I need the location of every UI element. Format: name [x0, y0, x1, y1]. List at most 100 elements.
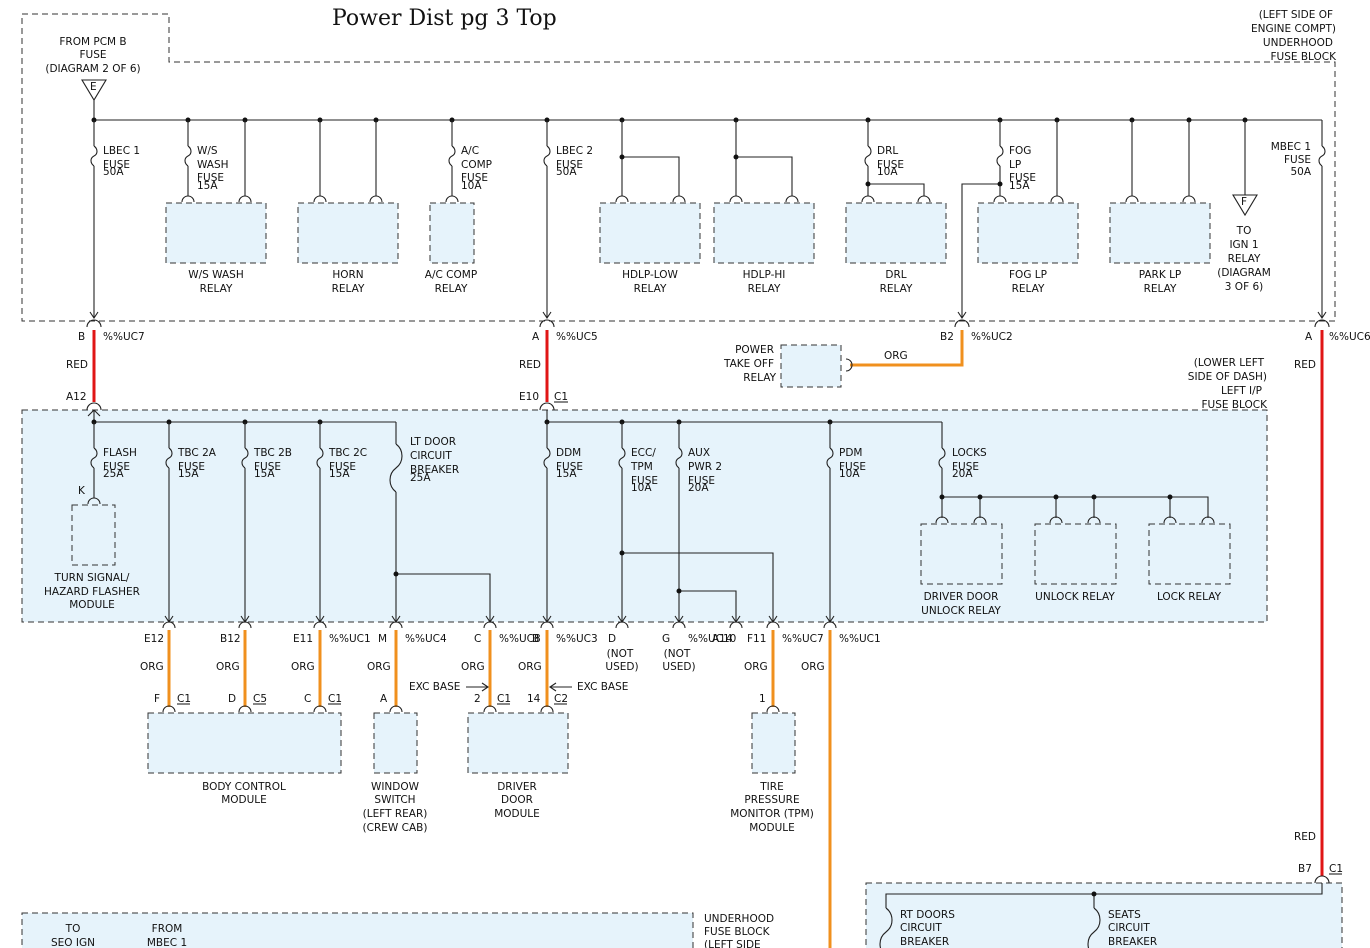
circuit-label: %%UC2	[971, 331, 1013, 343]
svg-text:10A: 10A	[631, 482, 652, 494]
fuse-symbol-icon	[241, 447, 249, 469]
arrow-left-icon	[549, 682, 572, 692]
svg-text:PRESSURE: PRESSURE	[744, 794, 799, 806]
svg-text:15A: 15A	[329, 468, 350, 480]
arrow-down-icon	[957, 311, 967, 319]
svg-text:(LEFT SIDE: (LEFT SIDE	[704, 939, 761, 948]
svg-text:TBC 2B: TBC 2B	[253, 447, 292, 459]
svg-text:UNDERHOOD: UNDERHOOD	[704, 913, 774, 925]
ip-fuse-block-fill	[22, 410, 1267, 622]
wire-color-label: RED	[1294, 831, 1316, 843]
svg-text:%%UC3: %%UC3	[556, 633, 598, 645]
mbec1-fuse: MBEC 1 FUSE 50A	[1271, 120, 1327, 319]
fuse-symbol-icon	[316, 447, 324, 469]
aux-pwr-2-fuse: AUX PWR 2 FUSE 20A	[674, 422, 741, 623]
ws-wash-fuse: W/S WASH FUSE 15A	[184, 120, 229, 196]
fuse-symbol-icon	[543, 145, 551, 167]
svg-text:EXC BASE: EXC BASE	[577, 681, 628, 693]
svg-text:SEATS: SEATS	[1108, 909, 1141, 921]
svg-text:F: F	[154, 693, 160, 705]
svg-text:FUSE: FUSE	[877, 159, 904, 171]
fuse-symbol-icon	[165, 447, 173, 469]
underhood-block-label: (LEFT SIDE OF ENGINE COMPT) UNDERHOOD FU…	[1251, 9, 1337, 63]
source-label-line: FUSE	[79, 49, 106, 61]
seats-circuit-breaker: SEATS CIRCUIT BREAKER	[1087, 907, 1157, 948]
svg-text:(CREW CAB): (CREW CAB)	[363, 822, 428, 834]
pin-label: B2	[940, 331, 954, 343]
svg-text:ORG: ORG	[801, 661, 825, 673]
pin-label: A12	[66, 391, 87, 403]
svg-text:%%UC8: %%UC8	[499, 633, 541, 645]
source-flag-triangle-icon	[81, 79, 107, 102]
svg-text:CIRCUIT: CIRCUIT	[1108, 922, 1150, 934]
svg-text:FUSE: FUSE	[103, 159, 130, 171]
ip-output-pins: E12 B12 E11 %%UC1 M %%UC4 C %%UC8 B %%UC…	[144, 633, 881, 645]
svg-text:SWITCH: SWITCH	[374, 794, 415, 806]
svg-text:FUSE BLOCK: FUSE BLOCK	[1201, 399, 1268, 411]
fuse-symbol-icon	[184, 145, 192, 167]
hdlp-hi-relay: HDLP-HI RELAY	[713, 202, 815, 295]
pin-label: A	[532, 331, 540, 343]
svg-text:FUSE: FUSE	[688, 475, 715, 487]
svg-text:ORG: ORG	[367, 661, 391, 673]
lt-door-circuit-breaker: LT DOOR CIRCUIT BREAKER 25A	[389, 422, 495, 623]
svg-text:MODULE: MODULE	[69, 599, 115, 611]
pin-label: A	[1305, 331, 1313, 343]
svg-text:FUSE: FUSE	[631, 475, 658, 487]
svg-text:(NOT: (NOT	[607, 648, 634, 660]
bottom-left-block-outline	[21, 912, 694, 948]
svg-text:SEO IGN: SEO IGN	[51, 937, 95, 948]
svg-text:LBEC 2: LBEC 2	[556, 145, 593, 157]
fuse-symbol-icon	[938, 447, 946, 469]
driver-door-module: 2 C1 14 C2 DRIVER DOOR MODULE	[467, 693, 569, 820]
arrow-right-icon	[466, 682, 489, 692]
fuse-symbol-icon	[448, 145, 456, 167]
svg-text:A/C: A/C	[461, 145, 479, 157]
svg-text:25A: 25A	[103, 468, 124, 480]
pin-label: K	[78, 485, 86, 497]
svg-text:15A: 15A	[254, 468, 275, 480]
svg-text:20A: 20A	[952, 468, 973, 480]
svg-text:(NOT: (NOT	[664, 648, 691, 660]
underhood-label-line: ENGINE COMPT)	[1251, 23, 1336, 35]
relay-terminals	[181, 195, 1196, 203]
svg-text:HDLP-LOW: HDLP-LOW	[622, 269, 678, 281]
breaker-symbol-icon	[389, 443, 403, 493]
wire-color-label: ORG	[884, 350, 908, 362]
svg-text:FUSE: FUSE	[197, 172, 224, 184]
svg-text:ORG: ORG	[744, 661, 768, 673]
source-flag-letter: E	[90, 81, 97, 93]
svg-text:C: C	[304, 693, 311, 705]
bottom-left-block-fill	[22, 913, 693, 948]
drl-relay: DRL RELAY	[845, 202, 947, 295]
svg-text:TBC 2A: TBC 2A	[177, 447, 217, 459]
svg-text:LOCKS: LOCKS	[952, 447, 987, 459]
svg-text:BREAKER: BREAKER	[900, 936, 949, 948]
park-lp-relay: PARK LP RELAY	[1109, 202, 1211, 295]
svg-text:%%UC7: %%UC7	[782, 633, 824, 645]
wire-color-label: RED	[519, 359, 541, 371]
svg-text:A: A	[380, 693, 388, 705]
svg-text:E11: E11	[293, 633, 313, 645]
svg-text:COMP: COMP	[461, 159, 492, 171]
svg-text:RELAY: RELAY	[1228, 253, 1261, 265]
svg-text:RELAY: RELAY	[1012, 283, 1045, 295]
pin-label: B7	[1298, 863, 1312, 875]
svg-text:10A: 10A	[461, 180, 482, 192]
svg-text:FUSE BLOCK: FUSE BLOCK	[704, 926, 771, 938]
svg-text:15A: 15A	[197, 180, 218, 192]
driver-door-unlock-relay: DRIVER DOOR UNLOCK RELAY	[920, 523, 1003, 617]
svg-text:DRL: DRL	[885, 269, 906, 281]
svg-text:2: 2	[474, 693, 481, 705]
circuit-label: %%UC5	[556, 331, 598, 343]
svg-text:LP: LP	[1009, 159, 1021, 171]
arrow-down-icon	[542, 311, 552, 319]
svg-text:D: D	[228, 693, 236, 705]
bottom-underhood-label: UNDERHOOD FUSE BLOCK (LEFT SIDE	[704, 913, 774, 948]
svg-text:D: D	[608, 633, 616, 645]
fuse-symbol-icon	[826, 447, 834, 469]
svg-text:TIRE: TIRE	[759, 781, 783, 793]
ip-block-label: (LOWER LEFT SIDE OF DASH) LEFT I/P FUSE …	[1188, 357, 1268, 411]
svg-text:FUSE: FUSE	[329, 461, 356, 473]
svg-text:1: 1	[759, 693, 766, 705]
